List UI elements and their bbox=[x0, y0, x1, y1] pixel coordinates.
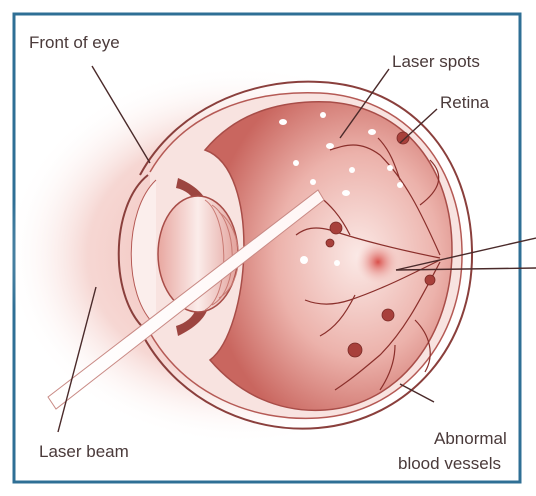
label-abnormal: Abnormal bbox=[434, 429, 507, 448]
label-laser-beam: Laser beam bbox=[39, 442, 129, 461]
label-blood-vessels: blood vessels bbox=[398, 454, 501, 473]
label-retina: Retina bbox=[440, 93, 490, 112]
label-laser-spots: Laser spots bbox=[392, 52, 480, 71]
label-front-of-eye: Front of eye bbox=[29, 33, 120, 52]
macula bbox=[356, 240, 400, 284]
